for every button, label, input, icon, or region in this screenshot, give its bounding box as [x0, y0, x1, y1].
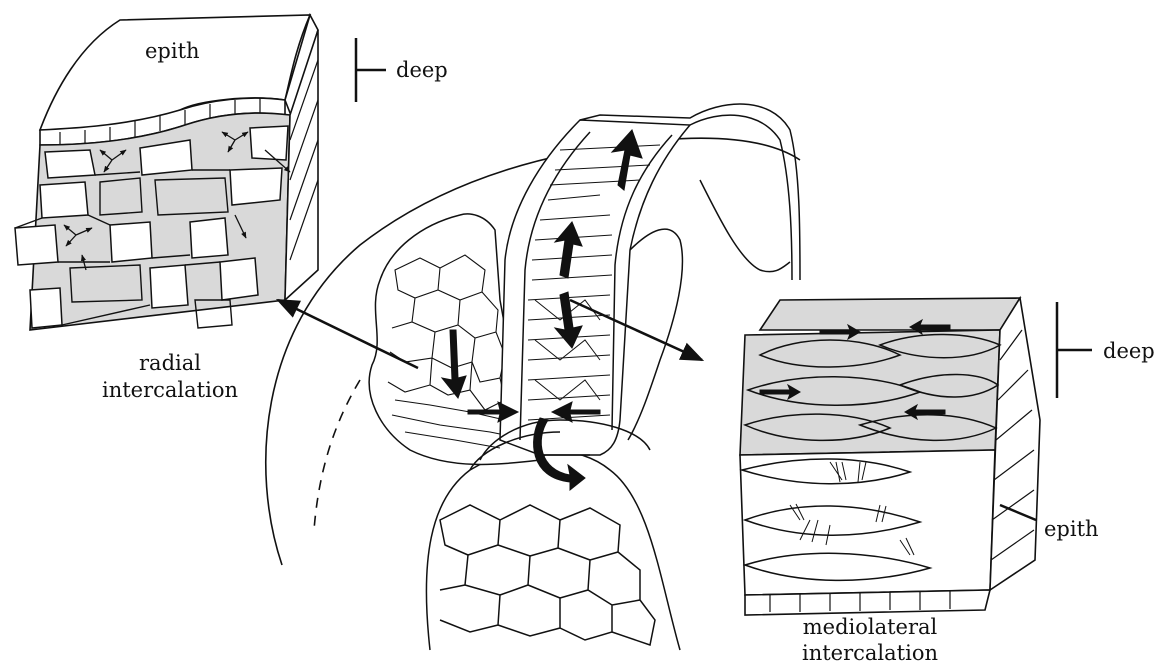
label-deep-right: deep: [1103, 338, 1155, 365]
label-epith-top: epith: [145, 38, 200, 65]
label-mediolateral-intercalation: intercalation: [760, 640, 980, 667]
label-radial: radial: [95, 350, 245, 377]
label-mediolateral: mediolateral: [760, 614, 980, 641]
label-radial-intercalation: intercalation: [70, 377, 270, 404]
mediolateral-intercalation-block: [740, 298, 1092, 615]
radial-intercalation-block: [15, 15, 386, 330]
label-deep-left: deep: [396, 57, 448, 84]
label-epith-right: epith: [1044, 516, 1099, 543]
embryo-section-illustration: [369, 104, 800, 650]
